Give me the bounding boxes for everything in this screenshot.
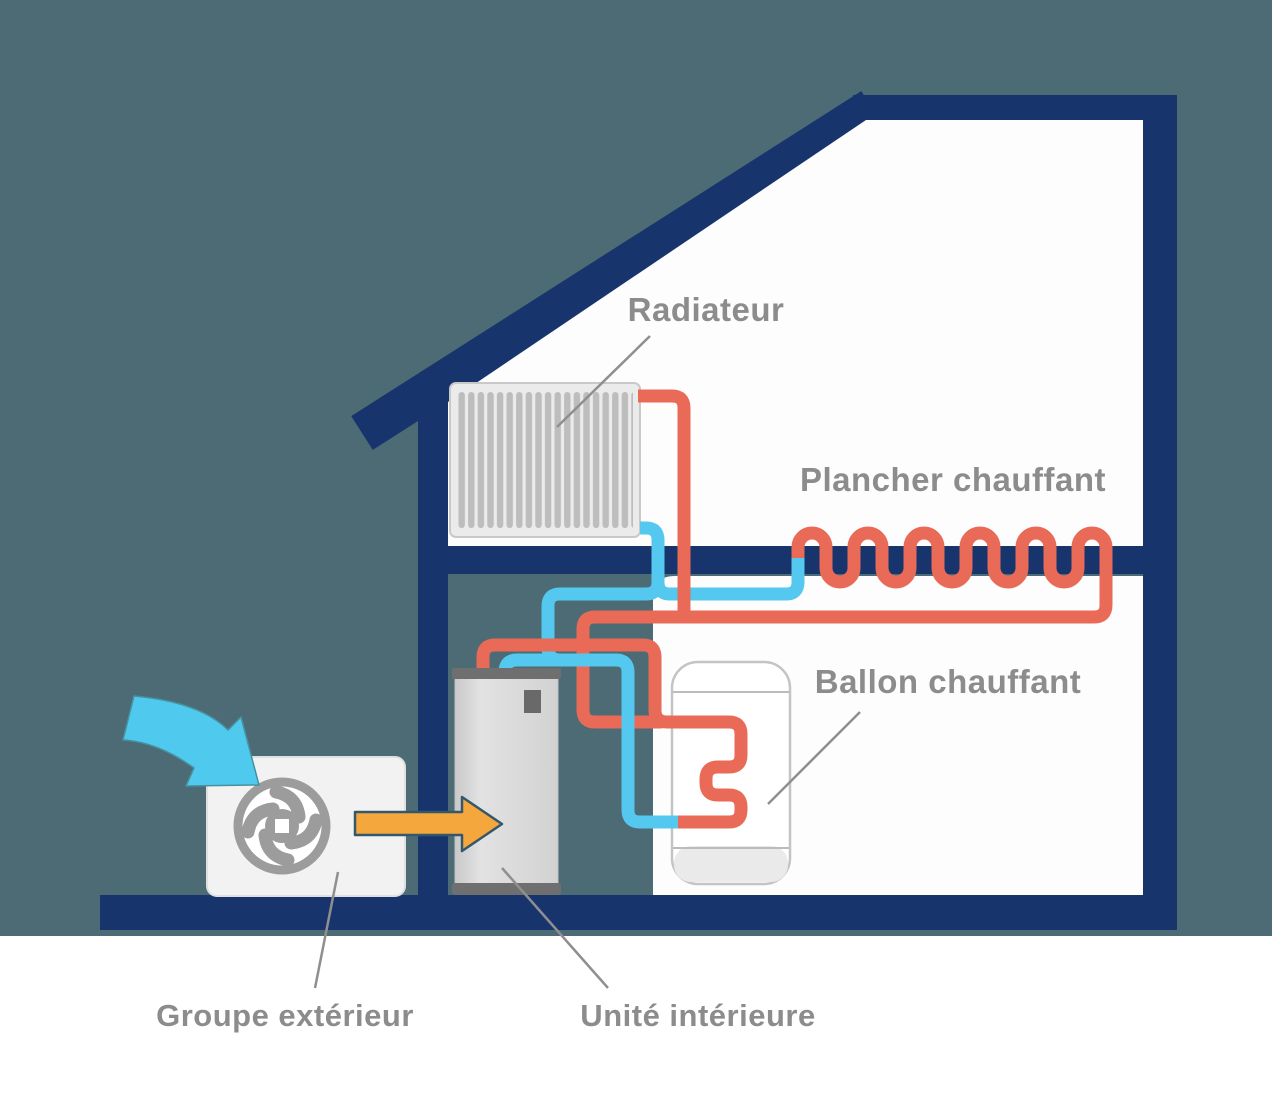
heat-transfer-arrow-icon [353,795,504,853]
indoor-unit-display [524,690,541,713]
indoor-unit-top-edge [452,668,561,679]
indoor-unit [452,668,561,895]
hot-pipe-tank-coil [476,638,748,829]
pointer-lines [313,335,861,989]
label-radiator: Radiateur [627,291,785,328]
label-indoor-unit: Unité intérieure [580,998,816,1033]
fan-blade [258,828,295,867]
cold-pipe-tank-return [498,653,678,829]
hot-pipe-radiator-feed [638,389,691,623]
indoor-unit-pointer-line [501,867,609,989]
indoor-unit-base [452,883,561,895]
outdoor-unit [206,756,406,897]
fan-hub [275,819,289,833]
outdoor-unit-pointer-line [313,871,340,989]
radiator [449,382,641,538]
fan-icon [233,777,331,875]
water-tank-pointer-line [767,711,861,805]
tank-base-section [674,846,788,882]
cold-air-arrow-icon [122,695,260,787]
radiator-pointer-line [556,335,651,428]
indoor-unit-body [454,673,559,889]
cold-pipe-radiator-return [640,521,805,601]
pipe-network [476,389,1113,829]
right-wall [1143,95,1177,930]
fan-blade [284,813,323,850]
fan-blade [241,802,280,839]
label-water-tank: Ballon chauffant [814,663,1082,700]
label-floor-heating: Plancher chauffant [799,461,1107,498]
label-outdoor-unit: Groupe extérieur [156,998,414,1033]
ground-slab [100,895,1177,930]
fan-blade [269,785,306,824]
roof-slope [351,91,883,450]
radiator-fins [457,392,633,528]
hot-pipe-main-loop [576,526,1113,729]
left-wall [418,396,448,930]
